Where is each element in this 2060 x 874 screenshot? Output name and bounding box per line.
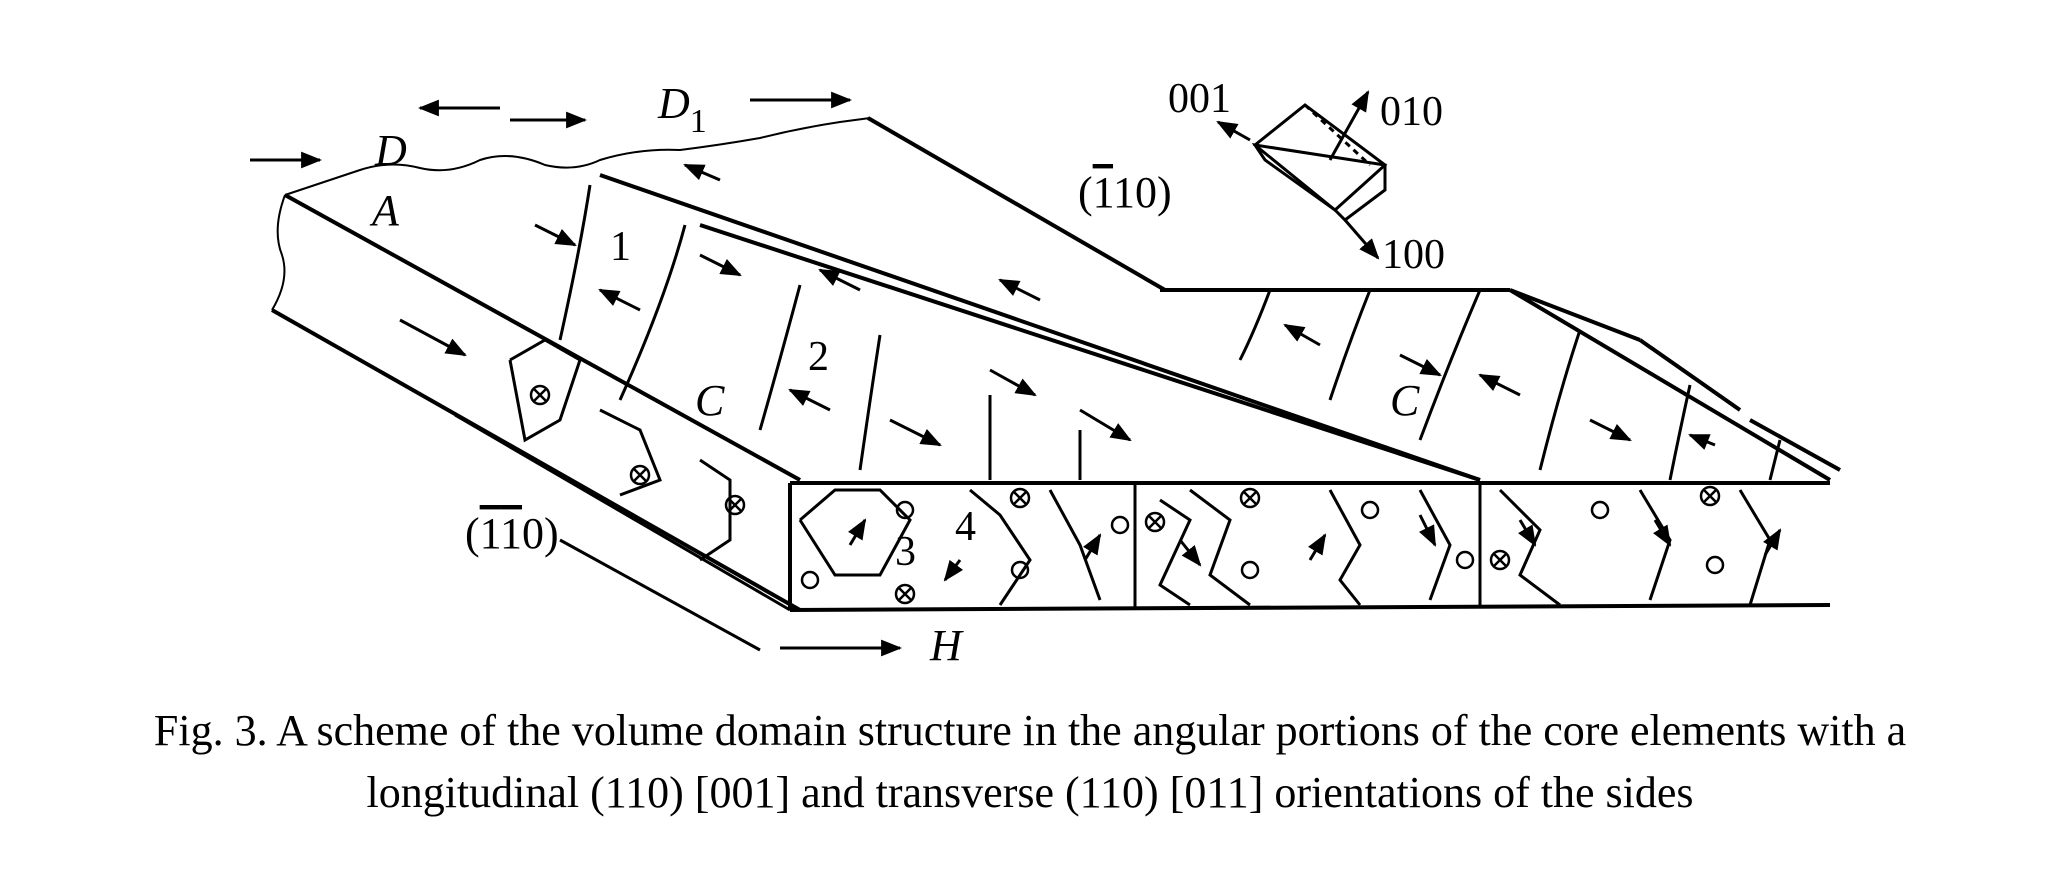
- cross-marker: [1489, 549, 1511, 571]
- cross-marker: [1144, 511, 1166, 533]
- label-C-right: C: [1390, 376, 1420, 425]
- label-axis-010: 010: [1380, 89, 1443, 135]
- closure-domains: [508, 338, 1772, 610]
- cross-marker: [629, 464, 651, 486]
- caption-line-1: Fig. 3. A scheme of the volume domain st…: [153, 706, 1907, 755]
- label-axis-001: 001: [1168, 76, 1231, 122]
- cross-marker: [1009, 487, 1031, 509]
- wavy-left-end: [271, 194, 286, 311]
- label-3: 3: [895, 529, 916, 575]
- label-1: 1: [610, 224, 631, 270]
- cross-marker: [1699, 485, 1721, 507]
- figure-caption: Fig. 3. A scheme of the volume domain st…: [0, 700, 2060, 824]
- cross-marker: [529, 384, 551, 406]
- perpendicular-markers: [529, 384, 1725, 605]
- wavy-top-edge: [284, 117, 871, 196]
- label-H: H: [929, 621, 964, 670]
- label-plane-side: (110): [465, 509, 559, 558]
- cross-marker: [1239, 487, 1261, 509]
- label-D: D: [374, 126, 407, 175]
- cross-marker: [724, 494, 746, 516]
- diagram-labels: D D1 A C C H 1 2 3 4 (110) (110) 001 010…: [369, 76, 1445, 670]
- axes-cube: [1216, 90, 1388, 260]
- label-C-left: C: [695, 376, 725, 425]
- label-axis-100: 100: [1382, 232, 1445, 278]
- sheet-outline: [271, 116, 1841, 657]
- caption-line-2: longitudinal (110) [001] and transverse …: [366, 768, 1694, 817]
- label-2: 2: [808, 334, 829, 380]
- label-A: A: [369, 186, 400, 235]
- label-plane-top: (110): [1078, 168, 1172, 217]
- label-D1: D1: [657, 79, 707, 140]
- label-4: 4: [955, 504, 976, 550]
- domain-walls: [558, 184, 1782, 481]
- cross-marker: [894, 583, 916, 605]
- magnetization-arrows: [250, 91, 1782, 582]
